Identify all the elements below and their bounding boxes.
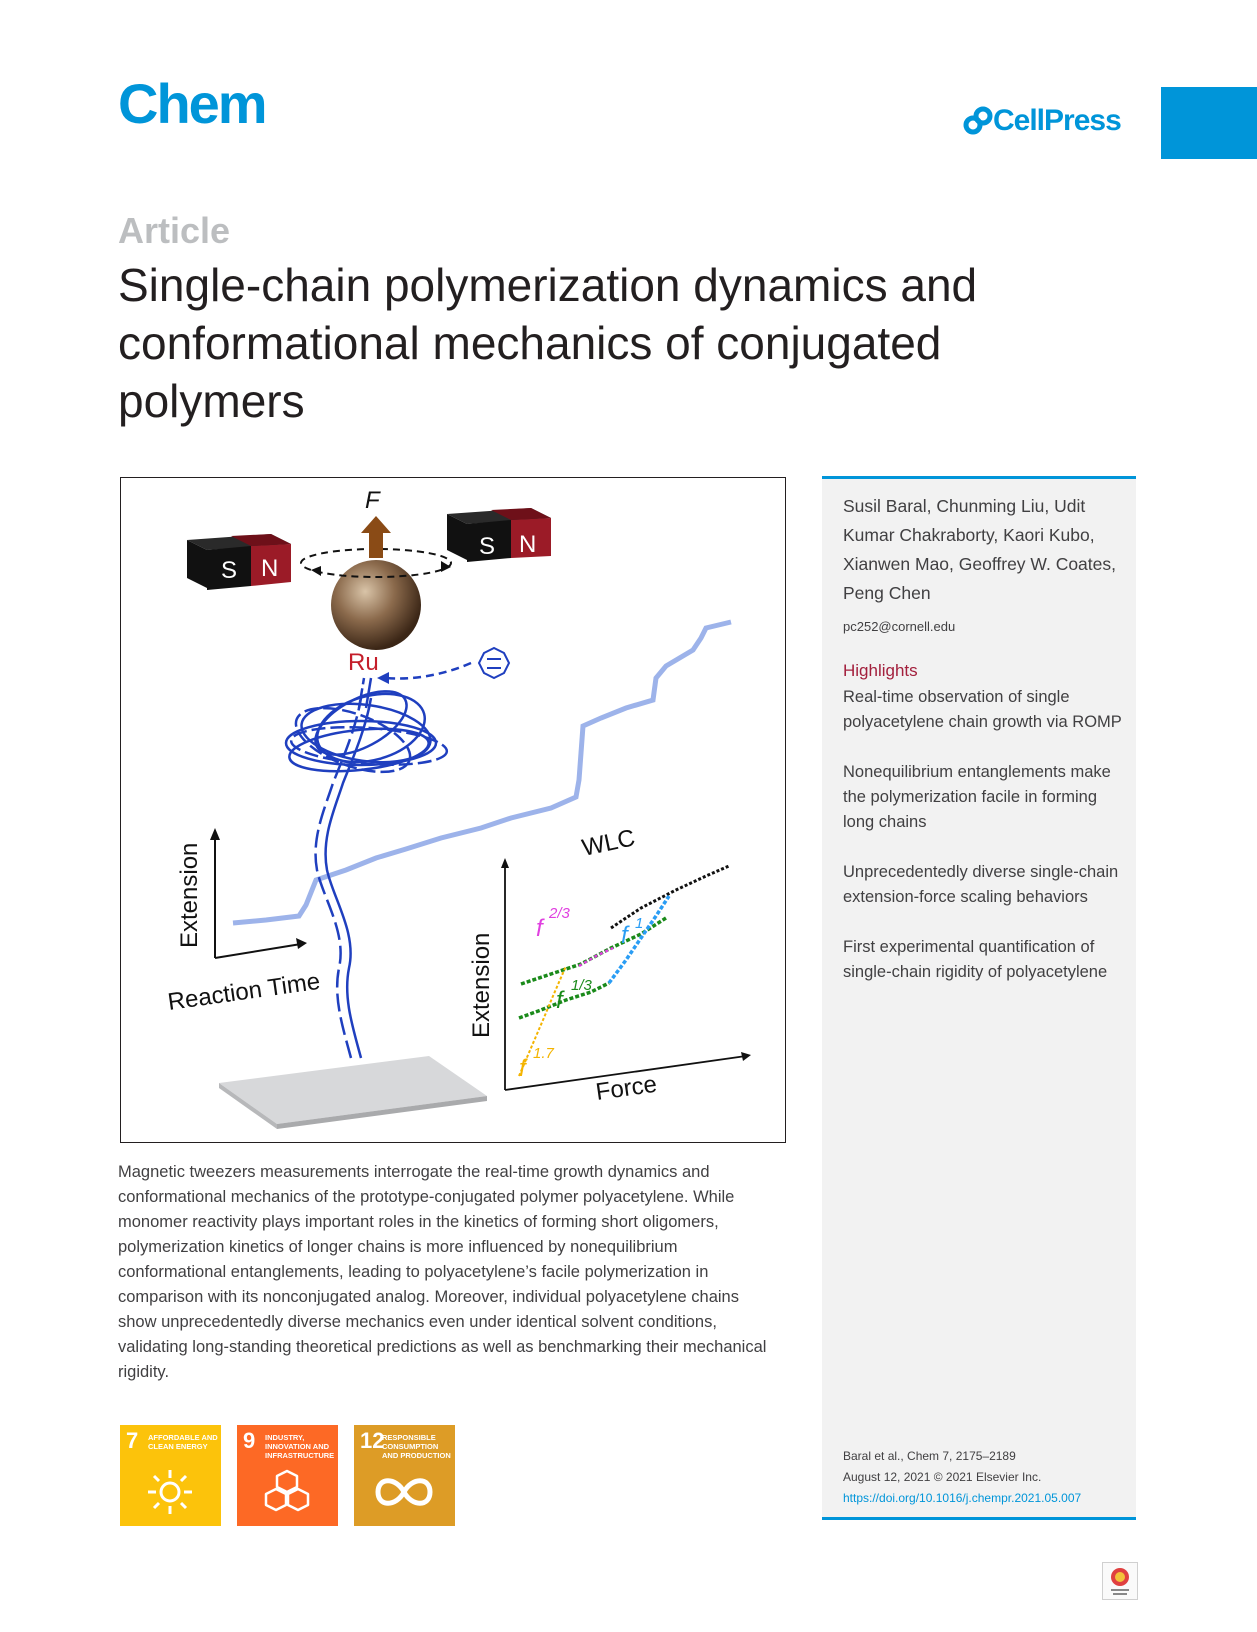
sidebar: Susil Baral, Chunming Liu, Udit Kumar Ch… [822,476,1136,1520]
rotation-arrow-left [311,566,321,576]
substrate-edge [219,1083,277,1129]
polymer-chain [284,677,449,1059]
extension-trace [232,619,732,926]
highlight-item: Real-time observation of single polyacet… [843,688,1122,731]
catalyst-label: Ru [348,649,379,676]
scaling-labels: f 2/3 f 1 f 1/3 f 1.7 [519,905,643,1082]
sdg-label: Affordable and clean energy [148,1433,218,1451]
cellpress-logo: CellPress [963,104,1122,138]
sdg-number: 12 [360,1428,385,1453]
plot-y-axis-label: Extension [468,933,495,1038]
sdg-badge-7: 7 Affordable and clean energy [120,1425,221,1526]
infinity-icon [375,1478,433,1506]
magenta-series [578,946,614,968]
sdg-badge-9: 9 Industry, innovation and infrastructur… [237,1425,338,1526]
exponent-1-7: 1.7 [533,1045,555,1062]
highlights-heading: Highlights [843,661,918,680]
crossmark-icon [1111,1568,1129,1595]
wlc-label: WLC [580,824,638,862]
scaling-f-magenta: f [536,915,545,942]
magnetic-bead [331,560,421,650]
blue-series [607,895,671,985]
highlights-list: Real-time observation of single polyacet… [843,685,1123,1010]
sdg-number: 7 [126,1428,139,1453]
scaling-f-orange: f [519,1055,528,1082]
green-lower-series [518,981,610,1020]
sun-icon [148,1470,192,1514]
graphical-abstract-svg: Extension Reaction Time Ru [166,487,751,1129]
trace-axes [210,828,307,959]
magnet-left-n: N [261,555,278,582]
magnet-right: S N [447,508,551,562]
citation-date: August 12, 2021 © 2021 Elsevier Inc. [843,1470,1042,1484]
substrate-front [277,1096,487,1129]
doi-link[interactable]: https://doi.org/10.1016/j.chempr.2021.05… [843,1491,1082,1505]
sdg-label: Industry, innovation and infrastructure [265,1433,335,1460]
article-title: Single-chain polymerization dynamics and… [118,259,978,427]
magnet-right-s: S [479,533,495,560]
highlight-item: Nonequilibrium entanglements make the po… [843,763,1111,831]
magnet-left-s: S [221,557,237,584]
scaling-f-green: f [556,987,565,1014]
force-arrow [361,516,391,558]
scaling-f-blue: f [621,922,630,949]
force-label: F [365,487,381,514]
cellpress-link-icon [963,106,993,135]
graphical-abstract: Extension Reaction Time Ru [120,477,786,1143]
exponent-1: 1 [635,915,643,932]
trace-y-axis-label: Extension [176,843,203,948]
journal-logo: Chem [118,72,268,135]
magnet-left: S N [187,534,291,590]
sdg-number: 9 [243,1428,256,1453]
green-upper-series [520,916,667,986]
force-plot-axes [501,858,751,1091]
citation-line: Baral et al., Chem 7, 2175–2189 [843,1449,1016,1463]
exponent-1-3: 1/3 [571,977,593,994]
rotation-arrow-right [441,561,451,572]
highlight-item: First experimental quantification of sin… [843,938,1108,981]
trace-x-axis-label: Reaction Time [166,968,322,1016]
corner-tab [1161,87,1257,159]
exponent-2-3: 2/3 [548,905,571,922]
cellpress-text: CellPress [993,104,1122,137]
author-list: Susil Baral, Chunming Liu, Udit Kumar Ch… [843,496,1117,603]
insertion-arrow [385,661,472,680]
article-type: Article [118,210,231,251]
citation: Baral et al., Chem 7, 2175–2189 August 1… [843,1446,1133,1509]
corresponding-email[interactable]: pc252@cornell.edu [843,619,956,634]
insertion-arrow-head [377,672,389,684]
highlight-item: Unprecedentedly diverse single-chain ext… [843,863,1119,906]
substrate [219,1056,487,1124]
abstract-text: Magnetic tweezers measurements interroga… [118,1163,767,1381]
wlc-series [610,864,730,930]
monomer-icon [477,646,511,680]
sdg-badge-12: 12 Responsible consumption and productio… [354,1425,455,1526]
check-for-updates-badge[interactable] [1102,1562,1138,1600]
sidebar-top-rule [822,476,1136,479]
sdg-label: Responsible consumption and production [382,1433,451,1460]
cubes-icon [264,1469,310,1512]
sdg-badges: 7 Affordable and clean energy 9 Industry… [120,1425,455,1526]
orange-series [518,965,567,1077]
magnet-right-n: N [519,531,536,558]
sidebar-bottom-rule [822,1517,1136,1520]
